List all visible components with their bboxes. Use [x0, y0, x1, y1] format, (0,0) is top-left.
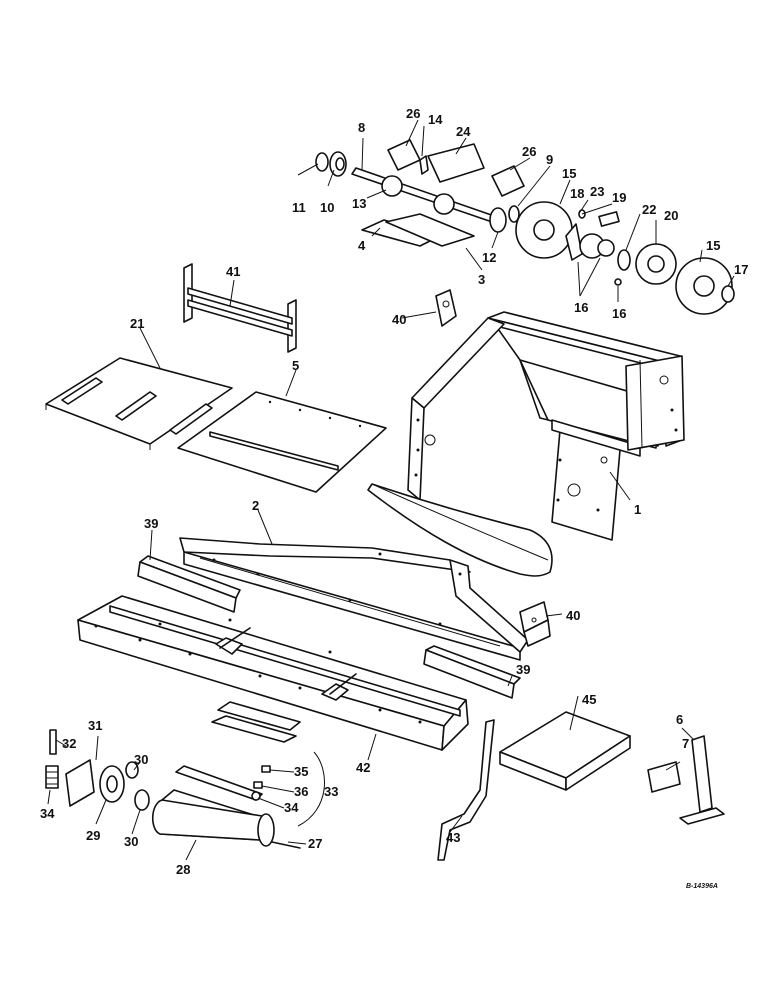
callout-17: 17 — [734, 262, 748, 277]
part-19-hub — [565, 223, 583, 261]
callout-4: 4 — [358, 238, 366, 253]
callout-34: 34 — [40, 806, 55, 821]
callout-16: 16 — [612, 306, 626, 321]
part-23-collar — [617, 249, 631, 271]
part-43-small-bracket — [435, 289, 457, 327]
callout-42: 42 — [356, 760, 370, 775]
callout-2: 2 — [252, 498, 259, 513]
part-29-flange — [99, 765, 125, 803]
part-39-angle-bracket-right — [423, 645, 521, 699]
callout-36: 34 — [284, 800, 299, 815]
part-30-bearing — [134, 789, 150, 811]
part-2-cross-frame — [179, 537, 529, 661]
part-31-collar — [125, 761, 139, 779]
drawing-number: B-14396A — [686, 883, 718, 890]
part-6-jack-stand — [679, 735, 725, 825]
callout-9: 9 — [546, 152, 553, 167]
part-16-nut — [614, 278, 622, 286]
part-34-spring — [45, 765, 59, 789]
part-39-angle-bracket-left — [137, 555, 241, 613]
callout-8: 8 — [358, 120, 365, 135]
part-37-clip — [261, 765, 271, 773]
callout-22: 21 — [130, 316, 144, 331]
part-22-plate-with-bars — [45, 357, 233, 450]
part-11-washer — [315, 152, 329, 172]
callout-21: 20 — [664, 208, 678, 223]
callout-32: 31 — [88, 718, 102, 733]
callout-35: 33 — [324, 784, 338, 799]
part-10-bearing — [329, 151, 347, 177]
part-5-floor-plate — [177, 391, 387, 493]
callout-37: 35 — [294, 764, 308, 779]
part-28-roller — [151, 789, 301, 849]
part-38-nut — [253, 781, 263, 789]
part-3-plate — [385, 213, 475, 247]
callout-labels: 11 10 8 13 26 14 24 26 9 15 18 23 19 22 … — [40, 106, 748, 890]
callout-24: 23 — [590, 184, 604, 199]
callout-30: 30 — [124, 834, 138, 849]
callout-1: 1 — [634, 502, 641, 517]
callout-26-right: 26 — [522, 144, 536, 159]
callout-45: 45 — [582, 692, 596, 707]
callout-10: 10 — [320, 200, 334, 215]
part-32-plate — [65, 759, 95, 807]
callout-44: 41 — [226, 264, 240, 279]
callout-23: 22 — [642, 202, 656, 217]
callout-7: 7 — [682, 736, 689, 751]
callout-5: 5 — [292, 358, 299, 373]
part-7-bracket — [647, 761, 681, 793]
part-35-scraper-assembly — [175, 701, 301, 801]
callout-15-right: 15 — [706, 238, 720, 253]
callout-33: 32 — [62, 736, 76, 751]
callout-3: 3 — [478, 272, 485, 287]
part-15-sprocket-left — [515, 201, 573, 259]
part-20-spring — [598, 211, 620, 227]
part-13-sprocket — [381, 175, 455, 215]
part-12-bearing — [489, 207, 507, 233]
part-41-link-arm — [437, 719, 495, 861]
callout-13: 13 — [352, 196, 366, 211]
part-40-mounting-bracket — [519, 601, 551, 647]
part-45-tray — [499, 711, 631, 791]
part-26-bracket-right — [491, 165, 525, 197]
callout-31: 30 — [134, 752, 148, 767]
callout-25: 24 — [456, 124, 471, 139]
callout-39-left: 39 — [144, 516, 158, 531]
callout-41: 43 — [446, 830, 460, 845]
part-44-rack — [183, 263, 297, 353]
part-15-sprocket-right — [675, 257, 733, 315]
part-33-bolt — [49, 729, 57, 755]
callout-11: 11 — [292, 200, 306, 215]
leader-lines — [47, 119, 735, 861]
part-14-key — [419, 155, 429, 175]
callout-29: 29 — [86, 828, 100, 843]
callout-40: 40 — [566, 608, 580, 623]
callout-19: 18 — [570, 186, 584, 201]
part-25-plate — [427, 143, 485, 183]
callout-28: 28 — [176, 862, 190, 877]
part-18-bearing-set — [579, 233, 615, 259]
callout-27: 27 — [308, 836, 322, 851]
part-1-hopper-body — [367, 311, 685, 577]
callout-43: 40 — [392, 312, 406, 327]
callout-12: 12 — [482, 250, 496, 265]
part-21-clutch-hub — [635, 243, 677, 285]
callout-14: 14 — [428, 112, 443, 127]
part-26-bracket-left — [387, 139, 421, 171]
part-42-lower-frame — [77, 595, 469, 751]
part-9-washer — [508, 205, 520, 223]
callout-18: 16 — [574, 300, 588, 315]
callout-6: 6 — [676, 712, 683, 727]
callout-38: 36 — [294, 784, 308, 799]
callout-39-right: 39 — [516, 662, 530, 677]
callout-20: 19 — [612, 190, 626, 205]
callout-26-left: 26 — [406, 106, 420, 121]
callout-15-left: 15 — [562, 166, 576, 181]
part-17-washer — [721, 285, 735, 303]
